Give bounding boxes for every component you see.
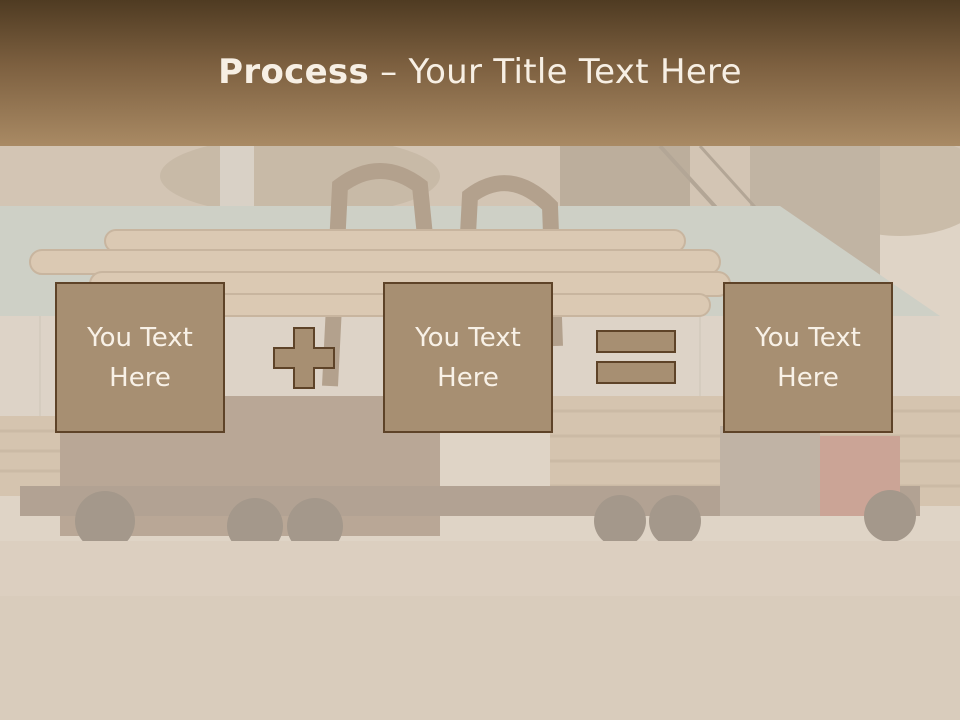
process-step-2-text: You Text Here — [415, 322, 521, 393]
process-step-2: You Text Here — [383, 282, 553, 433]
title-bold: Process — [218, 52, 370, 92]
process-step-1-text: You Text Here — [87, 322, 193, 393]
process-result-text: You Text Here — [755, 322, 861, 393]
process-result: You Text Here — [723, 282, 893, 433]
plus-icon — [273, 327, 335, 389]
background-wash-overlay — [0, 146, 960, 720]
title-rest: – Your Title Text Here — [369, 52, 742, 92]
process-step-1: You Text Here — [55, 282, 225, 433]
background-photo-lumber-yard — [0, 146, 960, 720]
equals-icon — [596, 330, 676, 384]
slide-title: Process – Your Title Text Here — [0, 52, 960, 92]
title-banner: Process – Your Title Text Here — [0, 0, 960, 146]
